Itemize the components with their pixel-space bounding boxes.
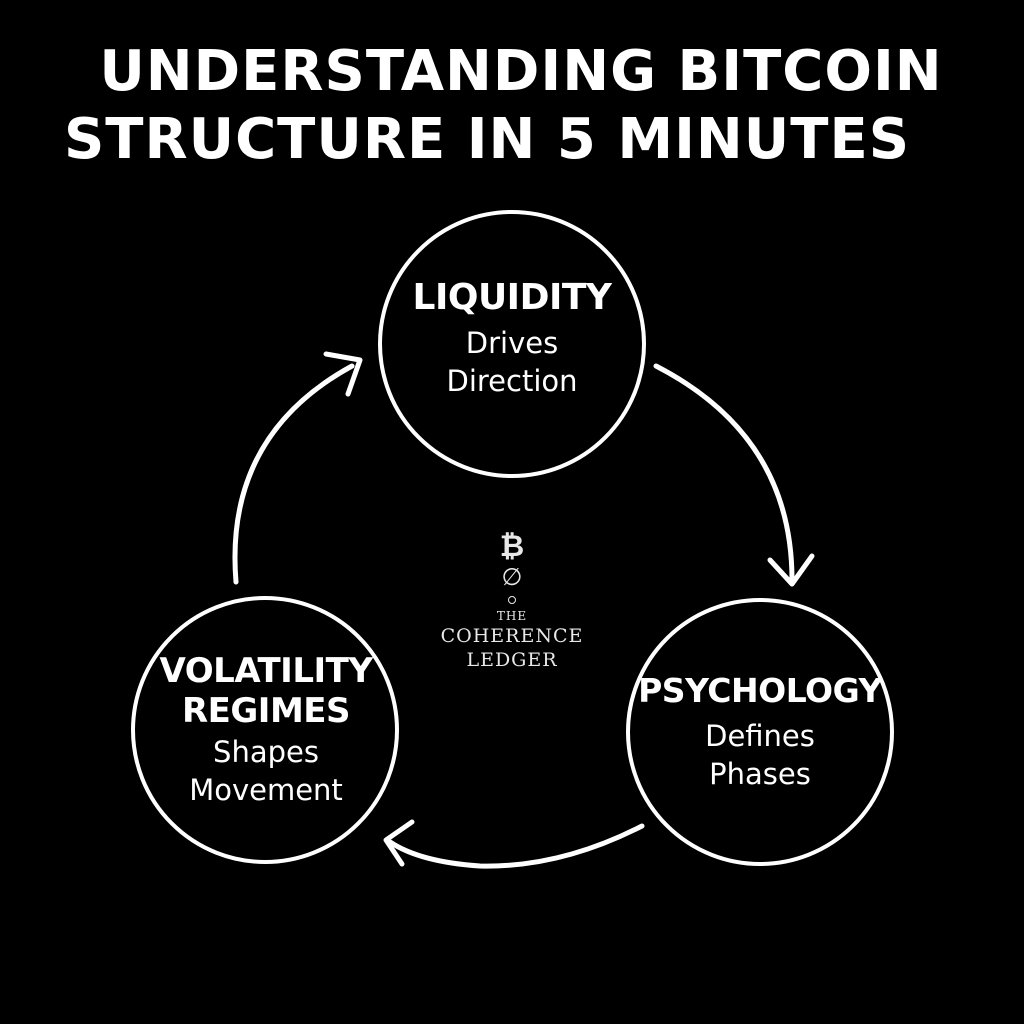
logo-text-ledger: LEDGER xyxy=(466,649,558,671)
logo-text-the: THE xyxy=(496,609,528,623)
node-psychology-name: PSYCHOLOGY xyxy=(638,671,882,710)
node-liquidity-description: Drives Direction xyxy=(446,326,578,398)
node-volatility-description: Shapes Movement xyxy=(189,735,343,807)
node-psychology: PSYCHOLOGY Defines Phases xyxy=(628,600,892,864)
liquidity-circle xyxy=(378,210,646,478)
arrow-psychology-to-volatility xyxy=(387,823,645,869)
arrow-liquidity-to-psychology xyxy=(653,363,795,583)
node-psychology-description: Defines Phases xyxy=(705,719,815,791)
arrow-volatility-to-liquidity xyxy=(232,363,355,585)
page-title: UNDERSTANDING BITCOIN STRUCTURE IN 5 MIN… xyxy=(0,38,1024,174)
arrowhead-psychology-to-volatility xyxy=(383,819,415,867)
arrowhead-volatility-to-liquidity xyxy=(323,351,363,397)
small-circle-icon xyxy=(508,596,516,604)
title-line-2: STRUCTURE IN 5 MINUTES xyxy=(63,107,911,172)
bitcoin-icon: ₿ xyxy=(499,529,525,564)
node-volatility-regimes: VOLATILITY REGIMES Shapes Movement xyxy=(134,598,398,862)
empty-set-icon: ∅ xyxy=(501,563,523,591)
arrowhead-liquidity-to-psychology xyxy=(767,553,815,587)
psychology-circle xyxy=(626,598,894,866)
node-liquidity-name: LIQUIDITY xyxy=(412,277,612,318)
volatility-circle xyxy=(131,596,399,864)
node-liquidity: LIQUIDITY Drives Direction xyxy=(380,212,644,476)
logo-text-coherence: COHERENCE xyxy=(440,625,584,647)
node-volatility-name: VOLATILITY REGIMES xyxy=(159,651,373,731)
coherence-ledger-logo: ₿ ∅ THE COHERENCE LEDGER xyxy=(412,530,612,672)
title-line-1: UNDERSTANDING BITCOIN xyxy=(99,39,943,104)
